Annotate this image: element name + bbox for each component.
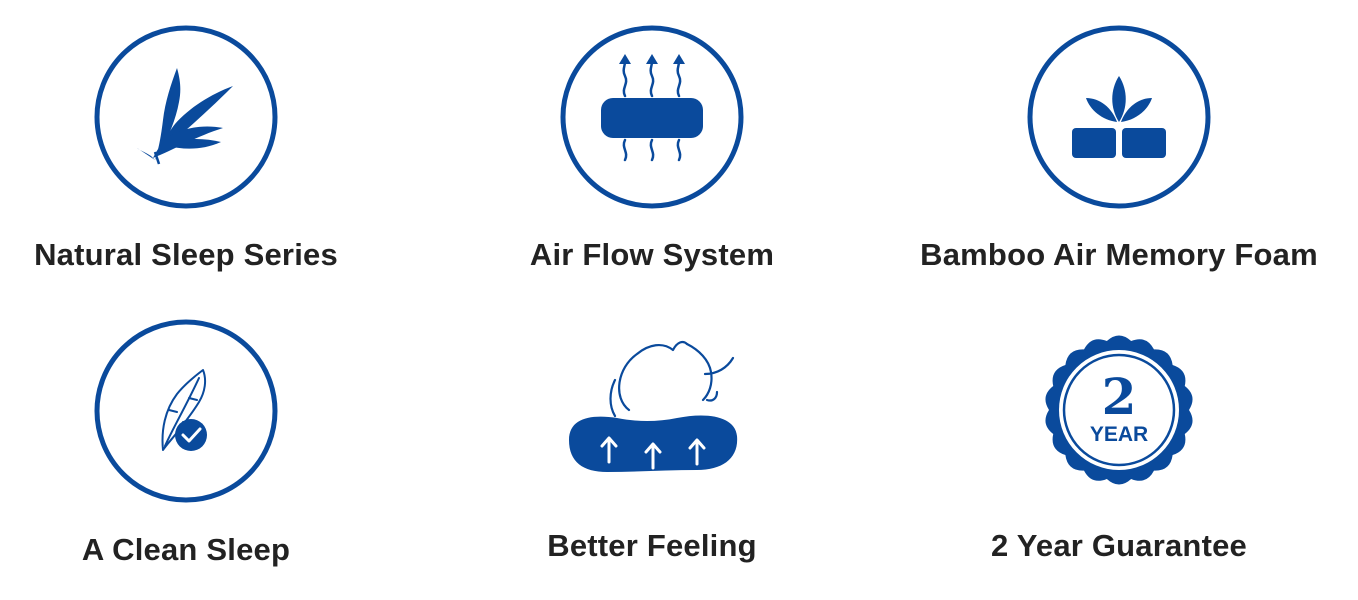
feather-check-icon — [93, 318, 279, 504]
bamboo-foam-blocks-icon — [1026, 24, 1212, 210]
feature-a-clean-sleep: A Clean Sleep — [0, 300, 412, 600]
seal-word: YEAR — [1090, 423, 1148, 446]
feature-better-feeling: Better Feeling — [426, 300, 878, 600]
head-pillow-icon — [557, 332, 747, 482]
feature-label: Air Flow System — [529, 237, 775, 272]
feature-label: Better Feeling — [547, 528, 757, 563]
feature-2-year-guarantee: 2 YEAR 2 Year Guarantee — [893, 300, 1345, 600]
feature-label: 2 Year Guarantee — [991, 528, 1247, 563]
feature-label: Natural Sleep Series — [34, 237, 338, 272]
seal-number: 2 — [1102, 367, 1137, 426]
feature-label: Bamboo Air Memory Foam — [920, 237, 1318, 272]
feature-bamboo-air-memory-foam: Bamboo Air Memory Foam — [893, 0, 1345, 300]
air-flow-foam-icon — [559, 24, 745, 210]
guarantee-seal-icon: 2 YEAR — [1041, 332, 1197, 488]
feature-natural-sleep-series: Natural Sleep Series — [0, 0, 412, 300]
bamboo-leaf-icon — [93, 24, 279, 210]
feature-air-flow-system: Air Flow System — [426, 0, 878, 300]
feature-label: A Clean Sleep — [81, 532, 291, 567]
